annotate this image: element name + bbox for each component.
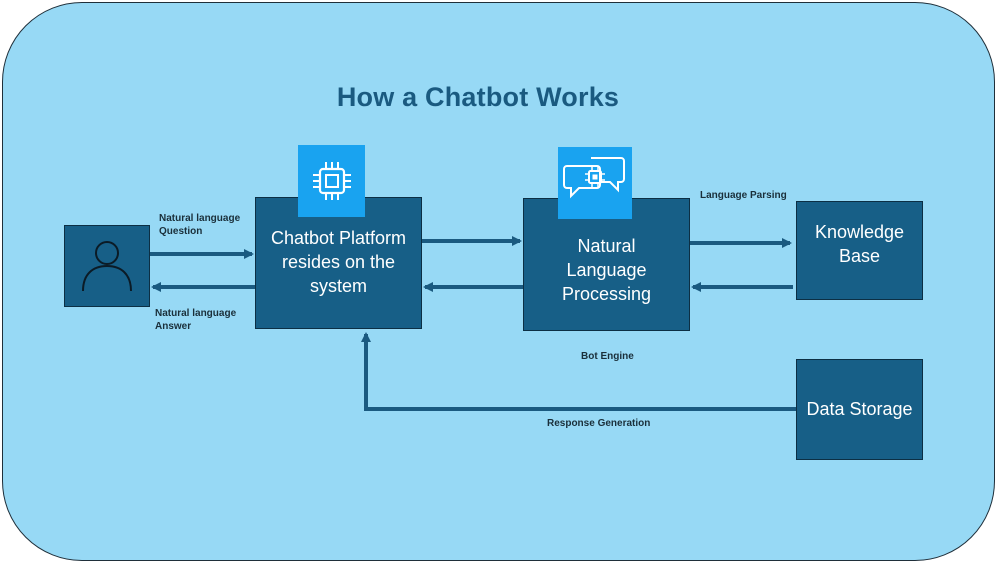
nlp-node: Natural Language Processing: [523, 198, 690, 331]
nlp-label: Natural Language Processing: [561, 235, 652, 304]
label-question: Natural language Question: [159, 213, 241, 237]
chat-chip-icon: [558, 147, 632, 219]
label-bot-engine: Bot Engine: [581, 351, 634, 362]
data-storage-label: Data Storage: [806, 398, 913, 419]
label-language-parsing: Language Parsing: [700, 190, 787, 201]
arrow-storage-to-chatbot: [361, 332, 796, 411]
user-icon: [82, 241, 132, 292]
chatbot-platform-label: Chatbot Platform resides on the system: [270, 228, 407, 296]
data-storage-node: Data Storage: [796, 359, 923, 460]
user-node: [64, 225, 150, 307]
cpu-chip-icon: [298, 145, 365, 217]
label-response-generation: Response Generation: [547, 418, 651, 429]
knowledge-base-label: Knowledge Base: [814, 221, 905, 266]
knowledge-base-node: Knowledge Base: [796, 201, 923, 300]
label-answer: Natural language Answer: [155, 308, 237, 332]
diagram-title: How a Chatbot Works: [336, 82, 620, 112]
